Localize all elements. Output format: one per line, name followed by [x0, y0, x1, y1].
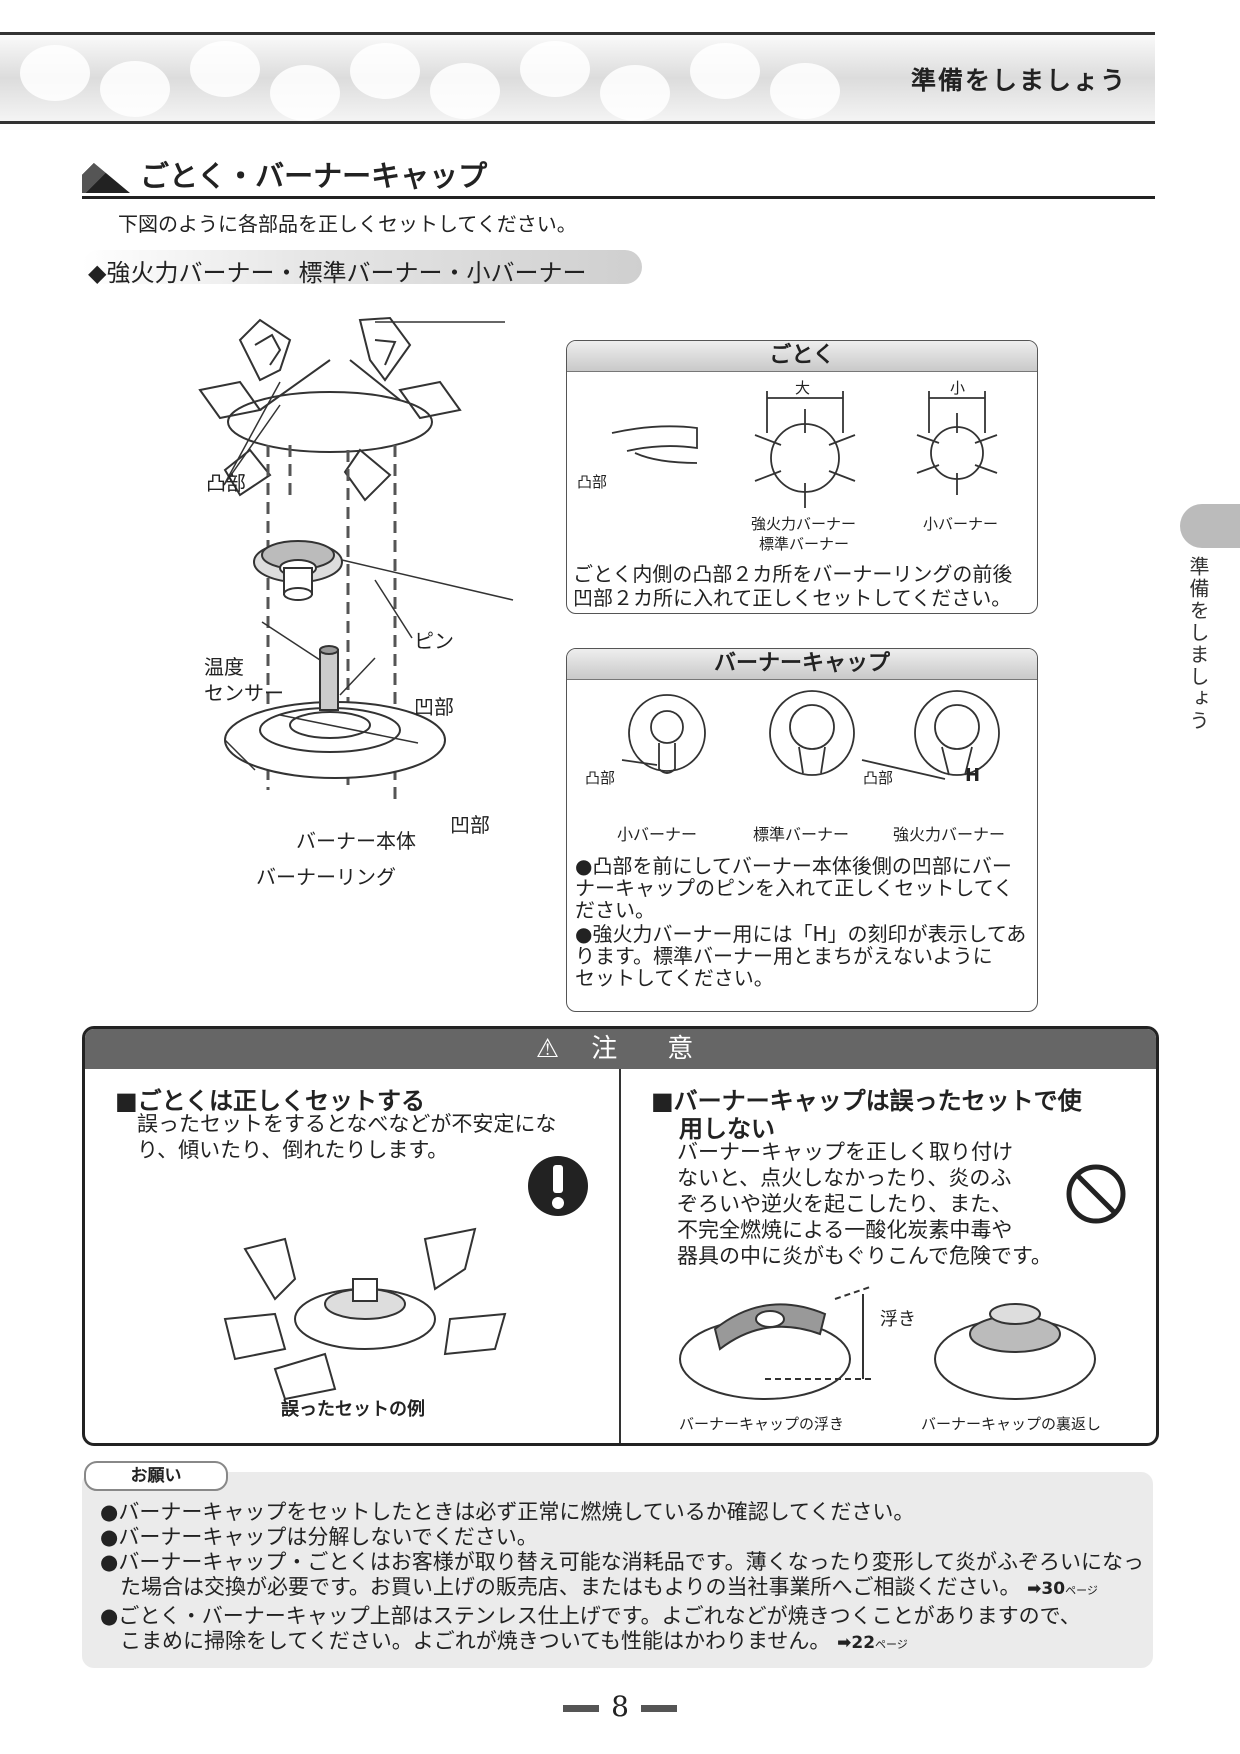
footer-bar-right	[640, 1705, 677, 1712]
side-tab-label: 準備をしましょう	[1186, 556, 1210, 732]
cap-misset-diagram	[679, 1286, 1096, 1400]
label-cap-strong: 強火力バーナー	[893, 825, 1006, 844]
label-small: 小	[950, 379, 966, 397]
cap-bullet-1-1: ●凸部を前にしてバーナー本体後側の凹部にバー	[575, 854, 1012, 878]
footer-bar-left	[563, 1705, 600, 1712]
burner-exploded-diagram	[198, 316, 514, 800]
caption-reverse: バーナーキャップの裏返し	[921, 1415, 1102, 1433]
prohibited-icon	[1066, 1164, 1126, 1224]
caution-title: 注 意	[591, 1034, 706, 1064]
label-float: 浮き	[880, 1309, 916, 1330]
caution-panel: ⚠ 注 意 ■ごとくは正しくセットする 誤ったセットをするとなべなどが不安定にな…	[82, 1026, 1159, 1446]
page-ref-22[interactable]: ➡22	[837, 1633, 876, 1653]
request-item-4-cont: こまめに掃除をしてください。よごれが焼きついても性能はかわりません。 ➡22ペー…	[120, 1629, 908, 1657]
warning-triangle-icon: ⚠	[535, 1034, 592, 1064]
subtitle-pill	[82, 250, 642, 284]
cap-title: バーナーキャップ	[567, 649, 1037, 680]
cap-bullet-2-2: ります。標準バーナー用とまちがえないように	[575, 944, 993, 968]
label-burner-body: バーナー本体	[296, 829, 416, 853]
caution-right-body-3: ぞろいや逆火を起こしたり、また、	[677, 1192, 1013, 1216]
label-strong-std-2: 標準バーナー	[759, 535, 850, 553]
label-temp-sensor-2: センサー	[204, 681, 284, 705]
section-mark-icon	[82, 153, 130, 193]
gotoku-callout: ごとく 大 小 凸部 強火力バーナー 標準バーナー 小バーナー ごとく内側の凸部…	[566, 340, 1038, 614]
label-temp-sensor-1: 温度	[204, 655, 244, 679]
caution-left-body-2: り、傾いたり、倒れたりします。	[137, 1138, 449, 1162]
page-footer: 8	[0, 1690, 1240, 1723]
label-strong-std-1: 強火力バーナー	[751, 515, 857, 533]
request-item-3-cont: た場合は交換が必要です。お買い上げの販売店、またはもよりの当社事業所へご相談くだ…	[120, 1575, 1098, 1603]
caution-right-heading-2: 用しない	[679, 1115, 775, 1143]
request-item-3: ●バーナーキャップ・ごとくはお客様が取り替え可能な消耗品です。薄くなったり変形し…	[100, 1550, 1144, 1574]
subtitle: ◆強火力バーナー・標準バーナー・小バーナー	[88, 259, 587, 287]
caution-divider	[619, 1069, 621, 1443]
header-band: 準備をしましょう	[0, 32, 1155, 124]
cap-bullet-1-2: ナーキャップのピンを入れて正しくセットしてく	[575, 876, 1014, 900]
gotoku-text-1: ごとく内側の凸部２カ所をバーナーリングの前後	[573, 562, 1013, 586]
label-h-mark: H	[965, 765, 981, 786]
label-oubu-1: 凹部	[414, 695, 454, 719]
caution-right-body-1: バーナーキャップを正しく取り付け	[677, 1140, 1013, 1164]
section-title: ごとく・バーナーキャップ	[140, 159, 488, 193]
request-item-2: ●バーナーキャップは分解しないでください。	[100, 1525, 538, 1549]
caution-header: ⚠ 注 意	[85, 1029, 1156, 1069]
page-ref-22-unit: ページ	[875, 1638, 908, 1651]
request-item-4: ●ごとく・バーナーキャップ上部はステンレス仕上げです。よごれなどが焼きつくことが…	[100, 1604, 1081, 1628]
caution-left-caption: 誤ったセットの例	[281, 1399, 425, 1420]
caution-right-body-5: 器具の中に炎がもぐりこんで危険です。	[677, 1244, 1052, 1268]
cap-bullet-2-3: セットしてください。	[575, 966, 774, 990]
gotoku-text-2: 凹部２カ所に入れて正しくセットしてください。	[573, 586, 1012, 610]
section-rule	[82, 196, 1155, 199]
label-totsubu: 凸部	[206, 471, 246, 495]
page-ref-30-unit: ページ	[1065, 1584, 1098, 1597]
side-tab	[1180, 504, 1240, 548]
page-number: 8	[611, 1690, 629, 1723]
caution-left-body-1: 誤ったセットをするとなべなどが不安定にな	[137, 1112, 557, 1136]
label-burner-ring: バーナーリング	[256, 865, 396, 889]
request-item-1: ●バーナーキャップをセットしたときは必ず正常に燃焼しているか確認してください。	[100, 1500, 915, 1524]
label-oubu-2: 凹部	[450, 813, 490, 837]
request-item-4-cont-text: こまめに掃除をしてください。よごれが焼きついても性能はかわりません。	[120, 1629, 831, 1653]
request-item-3-cont-text: た場合は交換が必要です。お買い上げの販売店、またはもよりの当社事業所へご相談くだ…	[120, 1575, 1021, 1599]
label-small-burner: 小バーナー	[923, 515, 999, 533]
caution-left-heading: ■ごとくは正しくセットする	[115, 1087, 425, 1115]
request-panel	[82, 1472, 1153, 1668]
caution-right-body-2: ないと、点火しなかったり、炎のふ	[677, 1166, 1012, 1190]
label-cap-small: 小バーナー	[617, 825, 698, 844]
section-intro: 下図のように各部品を正しくセットしてください。	[118, 212, 577, 236]
cap-bullet-2-1: ●強火力バーナー用には「H」の刻印が表示してあ	[575, 922, 1027, 946]
request-badge: お願い	[84, 1461, 228, 1491]
wrong-gotoku-diagram	[223, 1227, 507, 1401]
label-cap-standard: 標準バーナー	[753, 825, 850, 844]
caption-float: バーナーキャップの浮き	[679, 1415, 845, 1433]
label-totsubu-detail: 凸部	[577, 473, 608, 491]
mandatory-exclamation-icon	[528, 1156, 588, 1216]
cap-types-diagram	[621, 690, 1000, 780]
cap-bullet-1-3: ださい。	[575, 898, 655, 922]
cap-callout: バーナーキャップ H 凸部 凸部 小バーナー 標準バーナー 強火力バーナー ●凸…	[566, 648, 1038, 1012]
gotoku-detail-diagram	[611, 391, 998, 508]
label-pin: ピン	[414, 629, 454, 653]
caution-right-body-4: 不完全燃焼による一酸化炭素中毒や	[677, 1218, 1013, 1242]
label-cap-totsubu-2: 凸部	[863, 769, 894, 787]
gotoku-title: ごとく	[567, 341, 1037, 372]
caution-right-heading-1: ■バーナーキャップは誤ったセットで使	[651, 1087, 1082, 1115]
page-ref-30[interactable]: ➡30	[1027, 1579, 1066, 1599]
label-large: 大	[795, 379, 811, 397]
label-cap-totsubu-1: 凸部	[585, 769, 616, 787]
header-title: 準備をしましょう	[910, 66, 1127, 95]
